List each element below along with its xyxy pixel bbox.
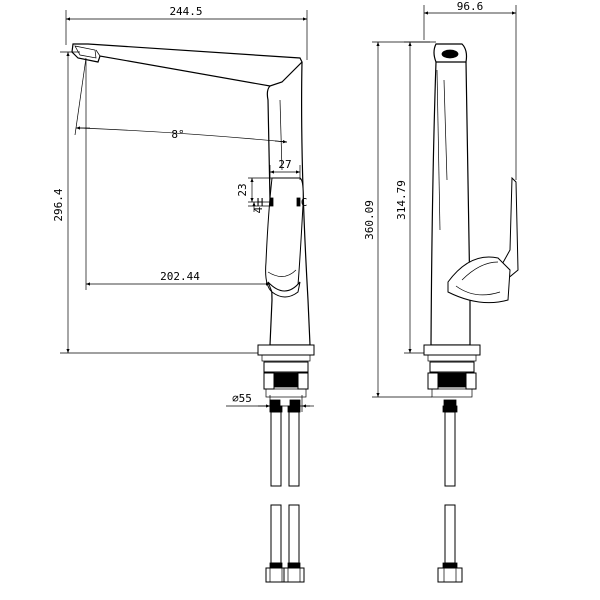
handle-height-label: 23 (236, 183, 249, 196)
supply-hoses (265, 405, 305, 583)
side-supply-hose (437, 405, 463, 583)
lever-handle: H C (257, 177, 308, 298)
mounting-assembly (257, 344, 315, 407)
dim-angle: 8° (74, 57, 288, 144)
handle-width-label: 27 (278, 158, 291, 171)
side-mounting-assembly (423, 344, 481, 407)
side-body (430, 61, 471, 346)
side-head (433, 43, 468, 63)
front-view: 244.5 H C 27 (52, 5, 315, 583)
overall-length-label: 244.5 (169, 5, 202, 18)
handle-offset-label: 4 (252, 206, 265, 213)
dim-overall-length: 244.5 (65, 5, 308, 60)
faucet-body (266, 61, 311, 346)
dim-spout-reach: 202.44 (85, 60, 270, 290)
spout (71, 43, 303, 87)
angle-label: 8° (171, 128, 184, 141)
height-left-label: 296.4 (52, 188, 65, 221)
side-view: 96.6 360.09 (363, 0, 519, 583)
dim-width: 96.6 (423, 0, 517, 180)
dim-side-heights: 360.09 314.79 (363, 41, 436, 398)
hot-mark: H (257, 196, 264, 209)
base-plate (257, 344, 315, 356)
height-total-label: 360.09 (363, 200, 376, 240)
base-diameter-label: ∅55 (232, 392, 252, 405)
height-body-label: 314.79 (395, 180, 408, 220)
spout-reach-label: 202.44 (160, 270, 200, 283)
dim-handle: 27 23 4 (236, 158, 301, 213)
cold-mark: C (301, 196, 308, 209)
side-lever (447, 176, 519, 304)
dim-height-left: 296.4 (52, 51, 258, 354)
width-label: 96.6 (457, 0, 484, 13)
